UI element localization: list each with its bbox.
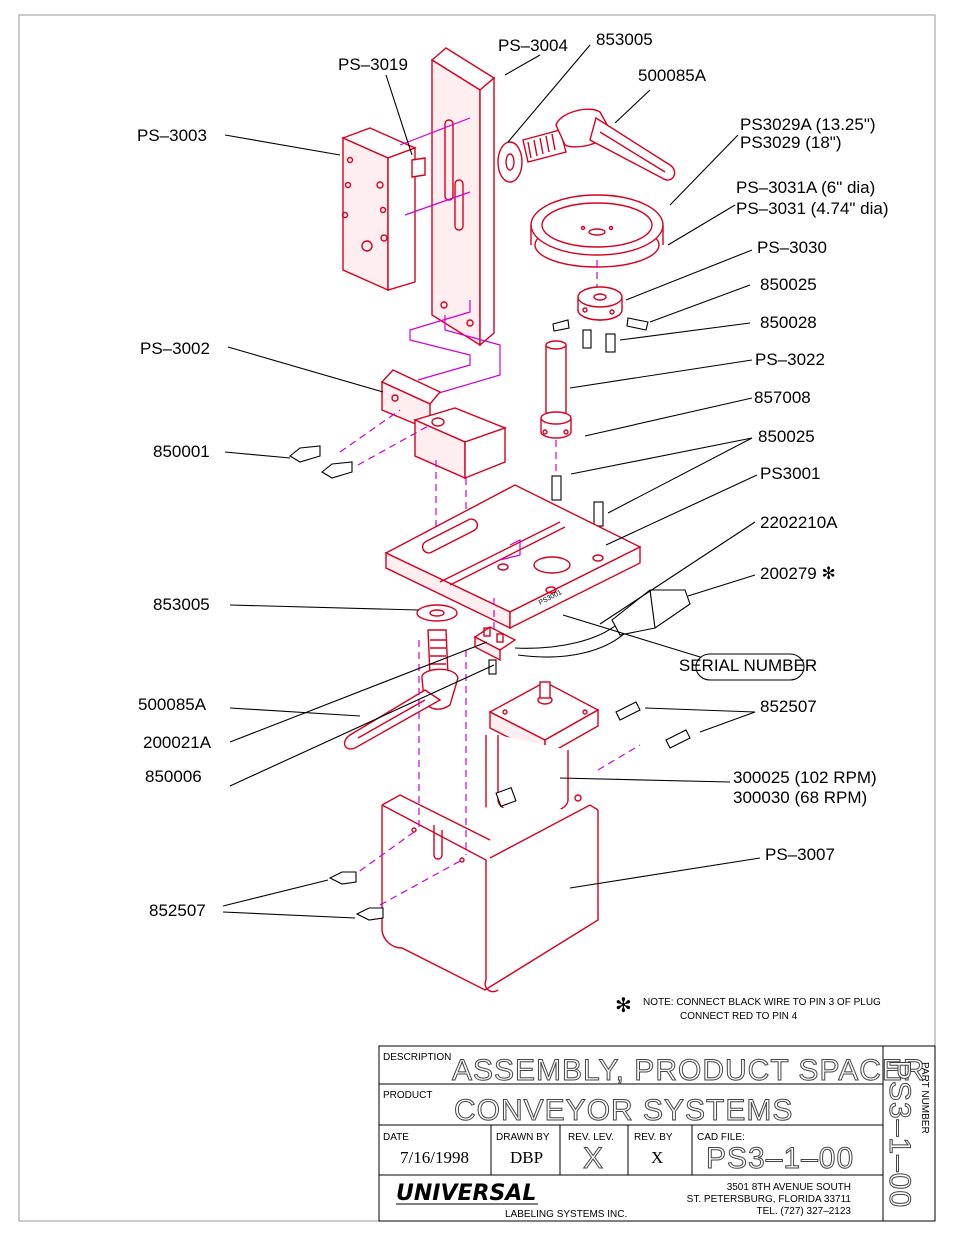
part-ps3007-housing bbox=[381, 794, 599, 993]
company-subtitle: LABELING SYSTEMS INC. bbox=[505, 1209, 627, 1220]
part-ps3004-bracket bbox=[430, 47, 496, 347]
rev-by-label: REV. BY bbox=[634, 1132, 673, 1143]
label-ps3029: PS3029 (18") bbox=[740, 133, 842, 152]
part-2202210a-cable bbox=[514, 589, 691, 658]
part-850025-screws-hub bbox=[552, 317, 649, 353]
drawn-by-value: DBP bbox=[510, 1148, 543, 1167]
note-line-1: NOTE: CONNECT BLACK WIRE TO PIN 3 OF PLU… bbox=[643, 997, 881, 1008]
drawn-by-label: DRAWN BY bbox=[496, 1132, 550, 1143]
label-2202210a: 2202210A bbox=[760, 513, 838, 532]
label-ps3004: PS–3004 bbox=[498, 36, 568, 55]
date-label: DATE bbox=[383, 1132, 409, 1143]
note-line-2: CONNECT RED TO PIN 4 bbox=[680, 1011, 798, 1022]
leader-lines bbox=[222, 44, 761, 919]
label-852507-left: 852507 bbox=[149, 901, 206, 920]
label-853005-mid: 853005 bbox=[153, 595, 210, 614]
product-label: PRODUCT bbox=[383, 1090, 432, 1101]
part-853005-washer-top bbox=[497, 141, 523, 183]
label-ps3030: PS–3030 bbox=[757, 238, 827, 257]
description-label: DESCRIPTION bbox=[383, 1052, 451, 1063]
part-ps3003-block bbox=[341, 127, 426, 292]
label-200021a: 200021A bbox=[143, 733, 212, 752]
label-850025-a: 850025 bbox=[760, 275, 817, 294]
label-ps3001: PS3001 bbox=[760, 464, 821, 483]
part-number-label: PART NUMBER bbox=[919, 1062, 930, 1134]
part-852507-screws-right bbox=[615, 701, 691, 749]
label-motor-102: 300025 (102 RPM) bbox=[733, 768, 877, 787]
cad-file-label: CAD FILE: bbox=[697, 1132, 745, 1143]
label-ps3029a: PS3029A (13.25") bbox=[740, 115, 876, 134]
label-200279: 200279 ✻ bbox=[760, 564, 836, 583]
part-500085a-handle-mid bbox=[343, 629, 459, 750]
label-ps3022: PS–3022 bbox=[755, 350, 825, 369]
note-star-icon: ✻ bbox=[615, 993, 632, 1017]
label-ps3003: PS–3003 bbox=[137, 126, 207, 145]
label-motor-68: 300030 (68 RPM) bbox=[733, 788, 867, 807]
date-value: 7/16/1998 bbox=[400, 1148, 469, 1167]
wiring-note: ✻ NOTE: CONNECT BLACK WIRE TO PIN 3 OF P… bbox=[615, 993, 881, 1022]
label-850028: 850028 bbox=[760, 313, 817, 332]
label-500085a-top: 500085A bbox=[638, 66, 707, 85]
part-ps3030-hub bbox=[577, 286, 623, 321]
cad-file-value: PS3–1–00 bbox=[706, 1142, 854, 1175]
part-500085a-handle-top bbox=[522, 108, 676, 181]
serial-number-tag: SERIAL NUMBER bbox=[562, 614, 817, 681]
address-line-1: 3501 8TH AVENUE SOUTH bbox=[727, 1182, 851, 1193]
label-ps3019: PS–3019 bbox=[338, 55, 408, 74]
part-number-value: PS3–1–00 bbox=[883, 1060, 916, 1208]
label-853005-top: 853005 bbox=[596, 30, 653, 49]
rev-by-value: X bbox=[651, 1148, 663, 1167]
part-labels: PS–3004 853005 PS–3019 500085A PS–3003 P… bbox=[137, 30, 889, 920]
label-500085a-mid: 500085A bbox=[138, 695, 207, 714]
rev-lev-label: REV. LEV. bbox=[568, 1132, 614, 1143]
serial-number-label: SERIAL NUMBER bbox=[679, 656, 817, 675]
title-block: DESCRIPTION ASSEMBLY, PRODUCT SPACER PRO… bbox=[378, 1045, 936, 1222]
part-300025-motor bbox=[485, 681, 600, 860]
part-200021a-clip bbox=[473, 626, 517, 662]
rev-lev-value: X bbox=[583, 1142, 604, 1175]
address-line-3: TEL. (727) 327–2123 bbox=[756, 1206, 851, 1217]
company-logo: UNIVERSAL bbox=[396, 1181, 536, 1206]
part-ps3002-block bbox=[380, 369, 507, 480]
address-line-2: ST. PETERSBURG, FLORIDA 33711 bbox=[687, 1194, 852, 1205]
label-850001: 850001 bbox=[153, 442, 210, 461]
part-850001-screws bbox=[289, 445, 353, 479]
label-ps3031a: PS–3031A (6" dia) bbox=[736, 178, 875, 197]
label-857008: 857008 bbox=[754, 388, 811, 407]
part-ps3031-pulley bbox=[530, 194, 664, 268]
product-value: CONVEYOR SYSTEMS bbox=[454, 1094, 793, 1127]
part-852507-screws-left bbox=[328, 871, 384, 921]
label-ps3002: PS–3002 bbox=[140, 339, 210, 358]
label-ps3031: PS–3031 (4.74" dia) bbox=[736, 199, 889, 218]
label-ps3007: PS–3007 bbox=[765, 845, 835, 864]
label-850025-b: 850025 bbox=[758, 427, 815, 446]
label-852507-right: 852507 bbox=[760, 697, 817, 716]
description-value: ASSEMBLY, PRODUCT SPACER bbox=[452, 1054, 926, 1087]
part-ps3022-shaft bbox=[540, 340, 572, 439]
part-853005-washer-mid bbox=[416, 604, 458, 622]
part-ps3001-base-plate: PS3001 bbox=[384, 484, 642, 630]
label-850006: 850006 bbox=[145, 767, 202, 786]
